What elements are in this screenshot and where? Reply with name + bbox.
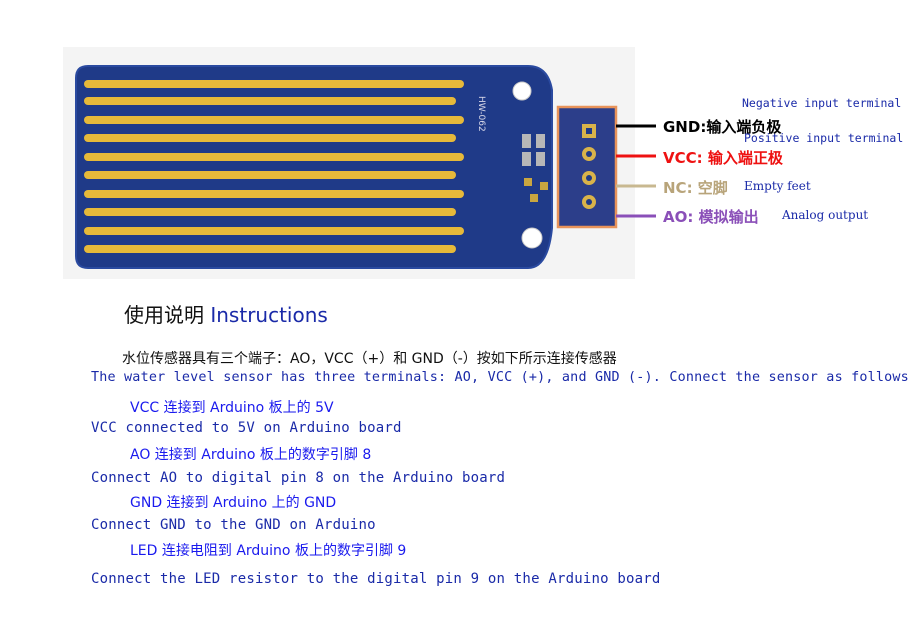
connector-pins (582, 124, 596, 209)
nc-pin-label: NC: 空脚 (663, 179, 728, 197)
step-3-cn: GND 连接到 Arduino 上的 GND (130, 495, 337, 511)
step-1-cn: VCC 连接到 Arduino 板上的 5V (130, 400, 334, 416)
title-en: Instructions (210, 303, 328, 327)
step-4-en: Connect the LED resistor to the digital … (91, 571, 661, 587)
step-3-en: Connect GND to the GND on Arduino (91, 517, 376, 533)
vcc-pin-label: VCC: 输入端正极 (663, 149, 783, 167)
nc-pin-cn: 空脚 (697, 179, 728, 197)
intro-en: The water level sensor has three termina… (91, 370, 909, 385)
mounting-hole-bottom (521, 227, 543, 249)
step-4-cn: LED 连接电阻到 Arduino 板上的数字引脚 9 (130, 543, 407, 559)
ao-pin-name: AO (663, 208, 688, 226)
ao-pin-label: AO: 模拟输出 (663, 208, 759, 226)
gnd-description: Negative input terminal (742, 96, 902, 110)
sensor-board-illustration: HW-062 (75, 65, 656, 269)
sensor-traces (84, 80, 464, 253)
step-2-en: Connect AO to digital pin 8 on the Ardui… (91, 470, 506, 486)
step-1-en: VCC connected to 5V on Arduino board (91, 420, 402, 436)
gnd-pin-cn: 输入端负极 (706, 118, 782, 136)
nc-pin-name: NC (663, 179, 687, 197)
ao-pin-cn: 模拟输出 (698, 208, 759, 226)
step-2-cn: AO 连接到 Arduino 板上的数字引脚 8 (130, 447, 372, 463)
ao-description: Analog output (782, 208, 869, 222)
board-model-text: HW-062 (476, 96, 486, 132)
mounting-hole-top (512, 81, 532, 101)
instructions-title: 使用说明 Instructions (124, 299, 328, 328)
vcc-pin-cn: 输入端正极 (707, 149, 783, 167)
title-cn: 使用说明 (124, 303, 204, 327)
gnd-pin-name: GND (663, 118, 701, 136)
intro-cn: 水位传感器具有三个端子：AO，VCC（+）和 GND（-）按如下所示连接传感器 (122, 351, 617, 367)
vcc-pin-name: VCC (663, 149, 697, 167)
gnd-pin-label: GND:输入端负极 (663, 118, 782, 136)
nc-description: Empty feet (744, 179, 811, 193)
vcc-description: Positive input terminal (744, 131, 904, 145)
